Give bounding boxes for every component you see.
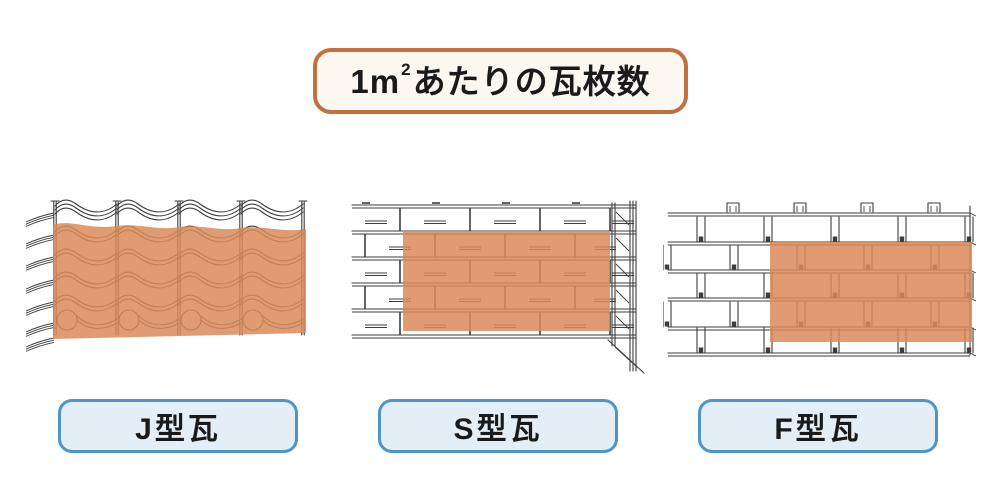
s-highlight-area — [403, 232, 610, 331]
j-highlight-area — [53, 223, 306, 339]
s-right-edge-tiles — [607, 200, 645, 374]
f-tile-illustration — [663, 202, 977, 357]
label-j-type-text: J型瓦 — [135, 413, 221, 446]
j-left-edge-tiles — [25, 212, 55, 352]
label-s-type-text: S型瓦 — [453, 413, 543, 446]
label-f-type: F型瓦 — [698, 399, 938, 453]
s-tile-illustration — [351, 200, 645, 374]
f-highlight-area — [770, 242, 972, 342]
label-s-type: S型瓦 — [378, 399, 618, 453]
label-f-type-text: F型瓦 — [774, 413, 862, 446]
label-j-type: J型瓦 — [58, 399, 298, 453]
j-tile-illustration — [25, 199, 308, 352]
